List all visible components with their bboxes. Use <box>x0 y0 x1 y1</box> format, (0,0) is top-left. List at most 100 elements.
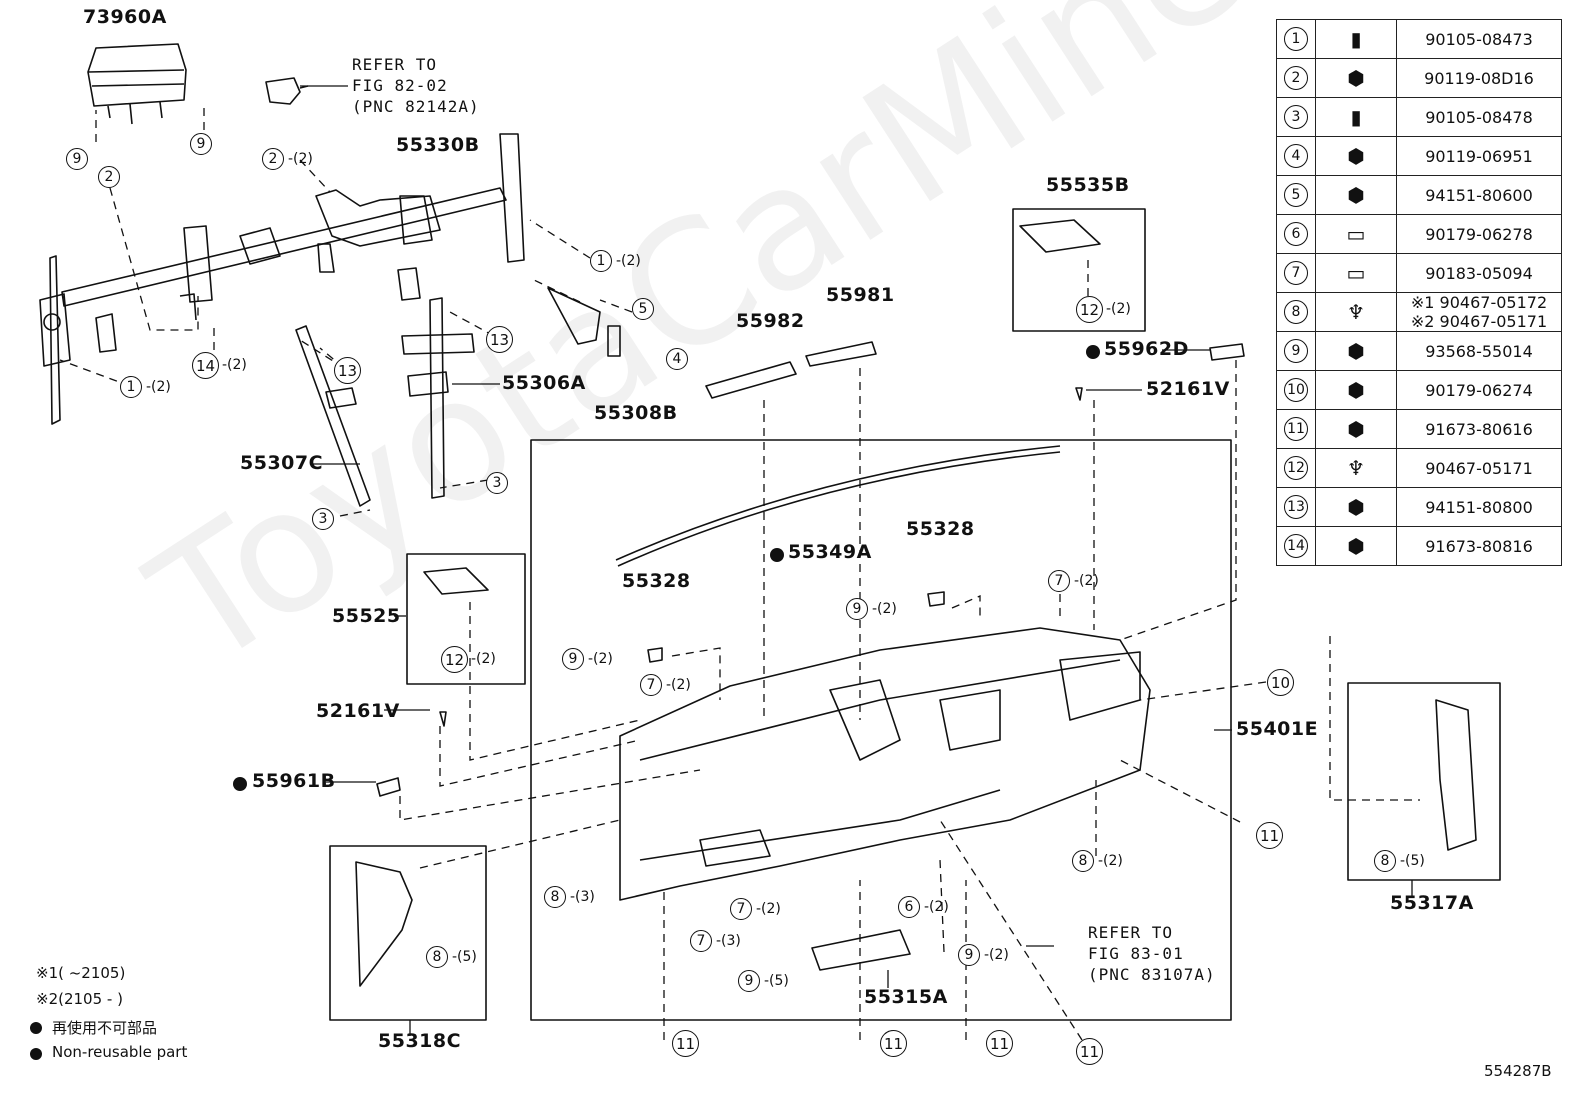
callout-qty: -(3) <box>570 889 595 905</box>
callout-qty: -(2) <box>1074 573 1099 589</box>
legend-number: 12 <box>1284 456 1308 480</box>
garnish-55982-drawing <box>705 361 797 399</box>
legend-row: 14⬢91673-80816 <box>1276 526 1562 566</box>
legend-row: 4⬢90119-06951 <box>1276 136 1562 176</box>
callout-qty: -(5) <box>1400 853 1425 869</box>
callout-9: 9 <box>190 133 212 155</box>
bracket-55315a-drawing <box>811 929 911 971</box>
callout-10: 10 <box>1267 669 1294 696</box>
part-label-55349a: 55349A <box>788 541 872 563</box>
callout-12: 12 <box>1076 296 1103 323</box>
part-label-55401e: 55401E <box>1236 718 1319 740</box>
callout-8: 8 <box>544 886 566 908</box>
legend-row: 13⬢94151-80800 <box>1276 487 1562 527</box>
non-reusable-dot <box>30 1022 42 1034</box>
bracket-55308b-drawing <box>547 287 621 357</box>
non-reusable-dot <box>30 1048 42 1060</box>
callout-2: 2 <box>98 166 120 188</box>
legend-row: 3▮90105-08478 <box>1276 97 1562 137</box>
part-label-55330b: 55330B <box>396 134 480 156</box>
callout-qty: -(2) <box>588 651 613 667</box>
fastener-icon: ⬢ <box>1347 378 1365 402</box>
legend-part-number: 90179-06274 <box>1425 380 1533 400</box>
callout-qty: -(5) <box>764 973 789 989</box>
callout-qty: -(3) <box>716 933 741 949</box>
callout-qty: -(2) <box>872 601 897 617</box>
legend-part-number: 90179-06278 <box>1425 224 1533 244</box>
box-55525 <box>406 553 526 685</box>
part-label-55328-right: 55328 <box>906 518 975 540</box>
callout-1: 1 <box>120 376 142 398</box>
box-55317a <box>1347 682 1501 881</box>
callout-qty: -(5) <box>452 949 477 965</box>
callout-9: 9 <box>562 648 584 670</box>
callout-qty: -(2) <box>222 357 247 373</box>
part-label-55981: 55981 <box>826 284 895 306</box>
callout-1: 1 <box>590 250 612 272</box>
fastener-icon: ⬢ <box>1347 417 1365 441</box>
legend-row: 11⬢91673-80616 <box>1276 409 1562 449</box>
part-label-55961b: 55961B <box>252 770 336 792</box>
legend-part-number: 91673-80816 <box>1425 536 1533 556</box>
legend-row: 6▭90179-06278 <box>1276 214 1562 254</box>
legend-number: 4 <box>1284 144 1308 168</box>
callout-qty: -(2) <box>666 677 691 693</box>
clip-52161v-top-drawing <box>1075 387 1083 401</box>
fastener-icon: ⬢ <box>1347 495 1365 519</box>
callout-8: 8 <box>1072 850 1094 872</box>
refer-note-fig-82-02: REFER TO FIG 82-02 (PNC 82142A) <box>352 55 480 116</box>
fastener-icon: ▭ <box>1346 222 1366 246</box>
legend-row: 12♆90467-05171 <box>1276 448 1562 488</box>
legend-row: 7▭90183-05094 <box>1276 253 1562 293</box>
callout-11: 11 <box>1256 822 1283 849</box>
legend-number: 9 <box>1284 339 1308 363</box>
legend-number: 7 <box>1284 261 1308 285</box>
legend-number: 2 <box>1284 66 1308 90</box>
callout-qty: -(2) <box>1098 853 1123 869</box>
legend-row: 9 ⬢ 93568-55014 <box>1276 331 1562 371</box>
legend-part-number: 90105-08478 <box>1425 107 1533 127</box>
callout-qty: -(2) <box>984 947 1009 963</box>
footnote-nonreusable-en: Non-reusable part <box>52 1043 188 1061</box>
callout-4: 4 <box>666 348 688 370</box>
callout-12: 12 <box>441 646 468 673</box>
part-label-55328-left: 55328 <box>622 570 691 592</box>
footnote-range-2: ※2(2105 - ) <box>36 990 123 1008</box>
callout-6: 6 <box>898 896 920 918</box>
callout-9: 9 <box>66 148 88 170</box>
callout-13: 13 <box>486 326 513 353</box>
callout-9: 9 <box>846 598 868 620</box>
brace-55307c-drawing <box>295 325 371 507</box>
callout-7: 7 <box>730 898 752 920</box>
legend-part-number: 94151-80600 <box>1425 185 1533 205</box>
garnish-55981-drawing <box>805 341 877 367</box>
fastener-icon: ⬢ <box>1347 339 1365 363</box>
callout-11: 11 <box>672 1030 699 1057</box>
part-label-73960a: 73960A <box>83 6 167 28</box>
legend-number: 3 <box>1284 105 1308 129</box>
reinforcement-beam-drawing <box>39 133 525 425</box>
callout-8: 8 <box>1374 850 1396 872</box>
part-label-52161v: 52161V <box>1146 378 1230 400</box>
footnote-range-1: ※1( ~2105) <box>36 964 126 982</box>
clip-55328-right-drawing <box>927 591 945 607</box>
part-label-55308b: 55308B <box>594 402 678 424</box>
non-reusable-dot <box>233 777 247 791</box>
callout-qty: -(2) <box>756 901 781 917</box>
part-label-55306a: 55306A <box>502 372 586 394</box>
instrument-panel-drawing <box>619 627 1151 901</box>
non-reusable-dot <box>770 548 784 562</box>
callout-7: 7 <box>1048 570 1070 592</box>
callout-9: 9 <box>958 944 980 966</box>
callout-2: 2 <box>262 148 284 170</box>
cover-55962d-drawing <box>1209 343 1245 361</box>
legend-row: 10⬢90179-06274 <box>1276 370 1562 410</box>
legend-part-number: 93568-55014 <box>1425 341 1533 361</box>
cover-55961b-drawing <box>376 777 401 797</box>
figure-id: 554287B <box>1484 1062 1552 1080</box>
connector-drawing <box>265 77 309 105</box>
box-55318c <box>329 845 487 1021</box>
non-reusable-dot <box>1086 345 1100 359</box>
part-label-55962d: 55962D <box>1104 338 1189 360</box>
part-label-55982: 55982 <box>736 310 805 332</box>
